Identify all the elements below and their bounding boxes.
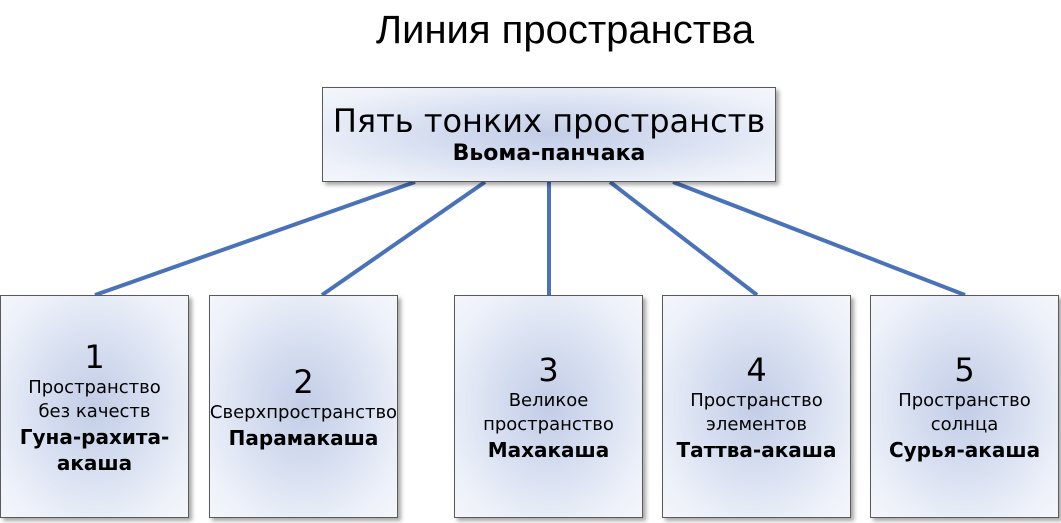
child-node-desc-line: Пространство	[898, 389, 1031, 411]
child-node-number: 1	[84, 337, 105, 376]
child-node-4: 4 Пространство элементов Таттва-акаша	[662, 295, 851, 518]
child-node-name-line: Гуна-рахита-	[19, 424, 170, 449]
child-node-name-line: акаша	[56, 450, 133, 475]
connector-line-1	[94, 180, 416, 297]
connector-line-5	[672, 180, 966, 297]
child-node-desc-line: элементов	[706, 413, 807, 435]
root-node: Пять тонких пространств Вьома-панчака	[322, 87, 776, 182]
child-node-name-line: Махакаша	[487, 437, 610, 462]
child-node-number: 3	[538, 350, 559, 389]
child-node-name-line: Парамакаша	[228, 425, 379, 450]
connector-line-2	[320, 180, 487, 297]
child-node-number: 5	[954, 350, 975, 389]
connector-line-4	[608, 180, 759, 297]
child-node-desc-line: Великое	[508, 389, 589, 411]
child-node-number: 2	[293, 362, 314, 401]
child-node-name-line: Таттва-акаша	[676, 437, 837, 462]
child-node-desc-line: солнца	[930, 413, 999, 435]
child-node-5: 5 Пространство солнца Сурья-акаша	[870, 295, 1059, 518]
child-node-number: 4	[746, 350, 767, 389]
child-node-desc-line: Пространство	[690, 389, 823, 411]
child-node-desc-line: Сверхпространство	[209, 401, 398, 423]
page-title: Линия пространства	[375, 8, 755, 52]
child-node-3: 3 Великое пространство Махакаша	[454, 295, 643, 518]
child-node-1: 1 Пространство без качеств Гуна-рахита- …	[0, 295, 189, 518]
child-node-2: 2 Сверхпространство Парамакаша	[209, 295, 398, 518]
root-node-title: Пять тонких пространств	[332, 101, 766, 140]
child-node-desc-line: без качеств	[38, 400, 151, 422]
child-node-desc-line: Пространство	[28, 376, 161, 398]
child-node-desc-line: пространство	[483, 413, 614, 435]
child-node-name-line: Сурья-акаша	[888, 437, 1041, 462]
root-node-subtitle: Вьома-панчака	[452, 140, 646, 166]
